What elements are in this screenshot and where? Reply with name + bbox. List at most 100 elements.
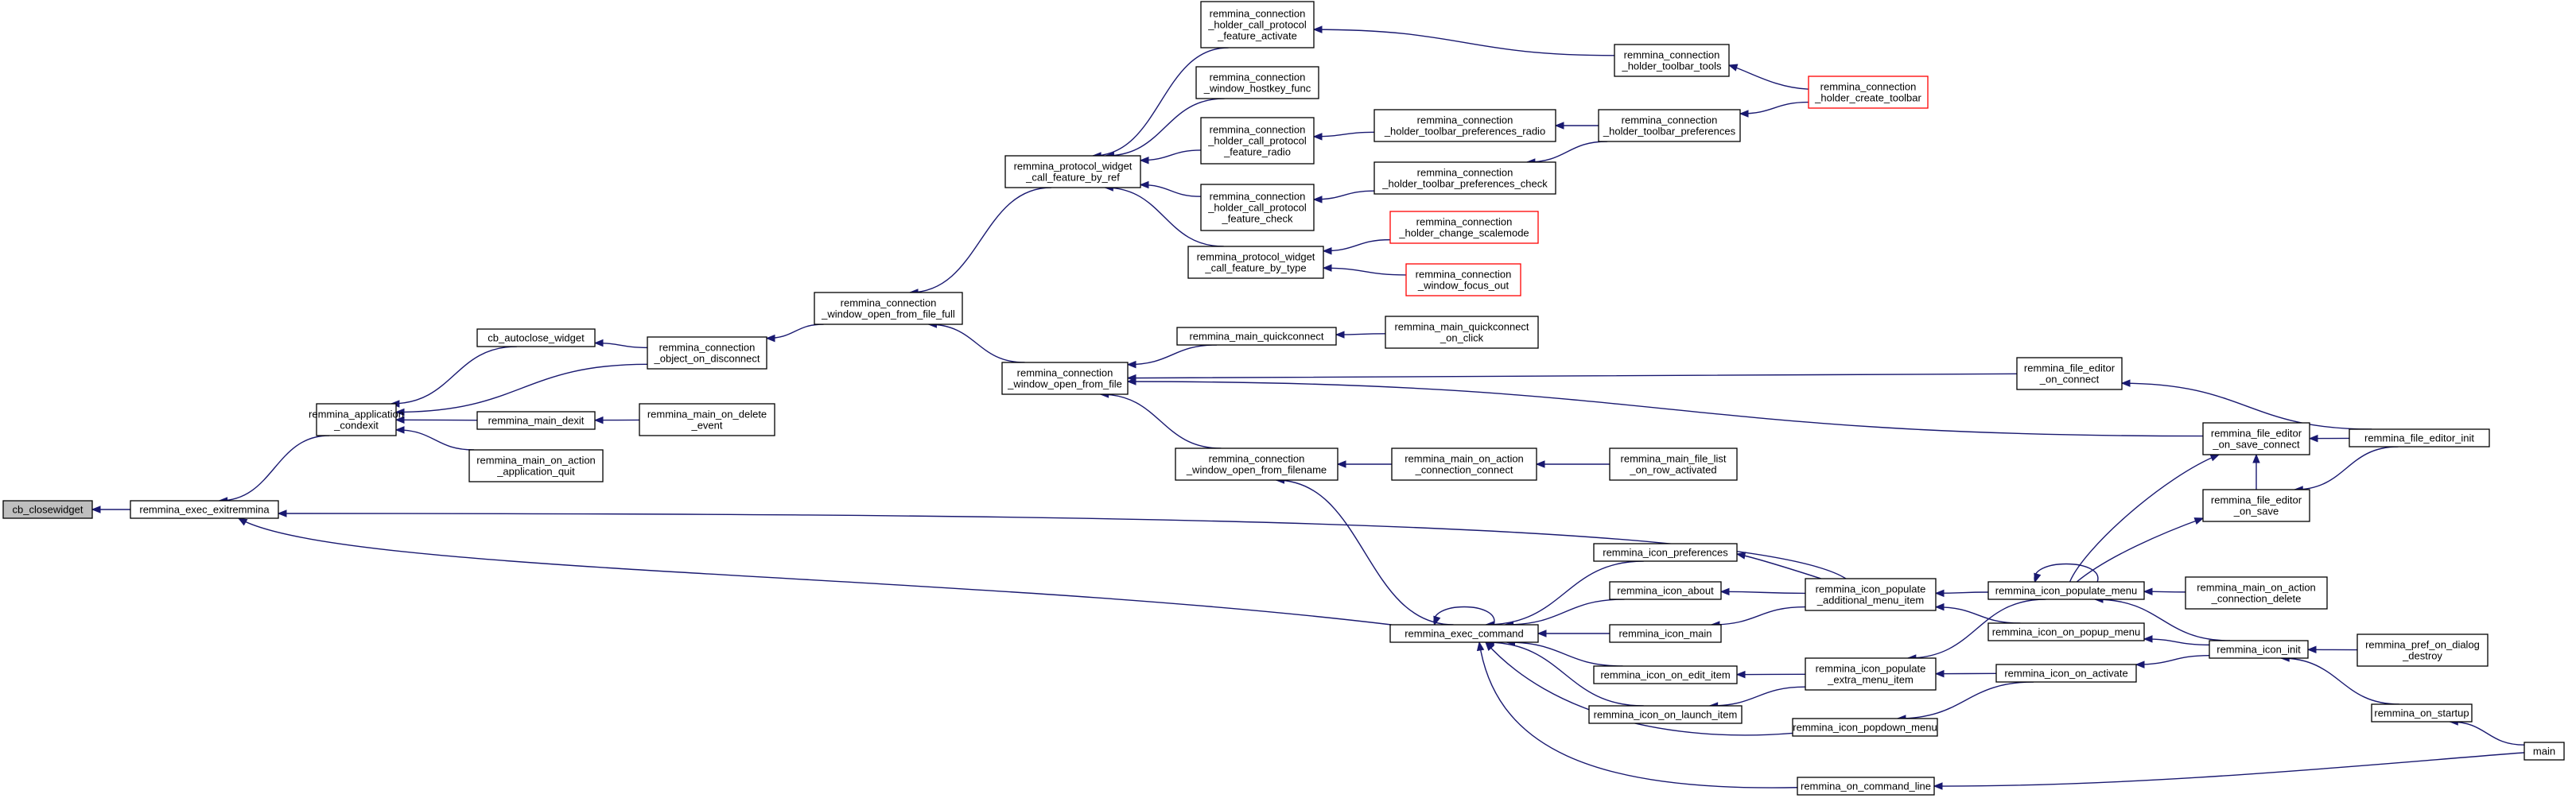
node-label: _on_save [2233,506,2279,517]
node-box [639,403,775,436]
node-box [476,411,596,430]
node-label: remmina_icon_on_activate [2004,668,2127,680]
node-label: remmina_main_on_action [2197,582,2316,594]
edge-tb-tools-to-feat-activate [1312,25,1615,56]
node-exitremmina[interactable]: remmina_exec_exitremmina [130,500,279,519]
node-box [1609,447,1738,481]
node-hostkey[interactable]: remmina_connection_window_hostkey_func [1195,66,1319,99]
node-icon-init[interactable]: remmina_icon_init [2209,640,2309,659]
node-label: remmina_protocol_widget [1014,161,1133,172]
node-label: remmina_icon_preferences [1603,547,1728,559]
edge-scalemode-to-by-type [1322,238,1391,255]
node-label: _application_quit [496,466,575,478]
node-box [1593,665,1738,684]
node-label: remmina_icon_init [2217,644,2301,656]
node-label: main [2533,746,2555,757]
node-conn-connect[interactable]: remmina_main_on_action_connection_connec… [1391,447,1537,481]
node-label: _holder_toolbar_preferences_radio [1384,126,1545,138]
node-populate-menu[interactable]: remmina_icon_populate_menu [1987,581,2145,600]
node-label: _event [690,420,722,432]
node-box [1598,109,1741,142]
node-tb-tools[interactable]: remmina_connection_holder_toolbar_tools [1614,44,1730,77]
node-icon-edit[interactable]: remmina_icon_on_edit_item [1593,665,1738,684]
edge-condexit-to-exitremmina [218,435,330,505]
edge-open-file-to-open-file-full [927,320,1025,363]
node-feat-check[interactable]: remmina_connection_holder_call_protocol_… [1200,184,1315,231]
node-box [1195,66,1319,99]
node-label: _holder_call_protocol [1207,202,1307,214]
node-add-menu-item[interactable]: remmina_icon_populate_additional_menu_it… [1805,578,1937,611]
node-fe-save-connect[interactable]: remmina_file_editor_on_save_connect [2202,422,2310,455]
node-label: remmina_file_editor_init [2364,432,2474,444]
edges-layer [91,25,2525,790]
node-label: _feature_activate [1217,30,1297,42]
node-icon-main[interactable]: remmina_icon_main [1609,624,1722,643]
node-tb-prefs[interactable]: remmina_connection_holder_toolbar_prefer… [1598,109,1741,142]
node-fe-on-save[interactable]: remmina_file_editor_on_save [2202,489,2310,522]
node-on-startup[interactable]: remmina_on_startup [2371,703,2473,723]
node-box [1805,578,1937,611]
node-popup-menu[interactable]: remmina_icon_on_popup_menu [1987,622,2145,641]
node-label: remmina_connection [1417,114,1513,126]
edge-on-activate-to-extra-menu-item [1934,669,1997,678]
node-conn-delete[interactable]: remmina_main_on_action_connection_delete [2185,576,2328,610]
node-by-type[interactable]: remmina_protocol_widget_call_feature_by_… [1187,246,1324,279]
node-tb-pref-radio[interactable]: remmina_connection_holder_toolbar_prefer… [1373,109,1556,142]
edge-fe-init-to-fe-on-connect [2120,379,2372,430]
node-focus-out[interactable]: remmina_connection_window_focus_out [1405,263,1521,296]
edge-populate-menu-to-populate-menu [2034,563,2099,583]
node-box [1987,581,2145,600]
edge-tb-prefs-to-tb-pref-radio [1554,122,1599,130]
node-cmd-line[interactable]: remmina_on_command_line [1797,777,1935,796]
node-on-activate[interactable]: remmina_icon_on_activate [1995,664,2137,683]
node-tb-pref-check[interactable]: remmina_connection_holder_toolbar_prefer… [1373,161,1556,195]
edge-icon-about-to-exec-command [1504,599,1625,629]
node-feat-radio[interactable]: remmina_connection_holder_call_protocol_… [1200,117,1315,165]
node-box [1389,211,1539,244]
node-icon-launch[interactable]: remmina_icon_on_launch_item [1588,705,1743,724]
node-box [1200,117,1315,165]
node-fe-init[interactable]: remmina_file_editor_init [2349,428,2490,447]
node-extra-menu-item[interactable]: remmina_icon_populate_extra_menu_item [1805,657,1937,691]
node-by-ref[interactable]: remmina_protocol_widget_call_feature_by_… [1004,155,1141,188]
node-open-file[interactable]: remmina_connection_window_open_from_file [1001,362,1129,395]
node-exec-command[interactable]: remmina_exec_command [1389,624,1539,643]
node-open-filename[interactable]: remmina_connection_window_open_from_file… [1175,447,1339,481]
node-box [1797,777,1935,796]
node-box [316,403,397,436]
node-pref-destroy[interactable]: remmina_pref_on_dialog_destroy [2356,633,2489,667]
node-label: _holder_change_scalemode [1398,227,1529,239]
edge-exec-command-to-open-filename [1275,476,1454,626]
edge-main-dexit-to-condexit [394,416,478,424]
node-box [1593,543,1738,562]
edge-add-menu-item-to-icon-prefs [1735,552,1821,579]
node-popdown[interactable]: remmina_icon_popdown_menu [1792,718,1938,737]
node-feat-activate[interactable]: remmina_connection_holder_call_protocol_… [1200,1,1315,48]
node-create-toolbar[interactable]: remmina_connection_holder_create_toolbar [1808,76,1929,109]
node-box [1987,622,2145,641]
node-icon-about[interactable]: remmina_icon_about [1609,581,1722,600]
node-delete-event[interactable]: remmina_main_on_delete_event [639,403,775,436]
node-qc-click[interactable]: remmina_main_quickconnect_on_click [1385,316,1539,349]
node-label: _on_row_activated [1629,464,1716,476]
node-scalemode[interactable]: remmina_connection_holder_change_scalemo… [1389,211,1539,244]
node-quickconnect[interactable]: remmina_main_quickconnect [1176,327,1337,346]
node-fe-on-connect[interactable]: remmina_file_editor_on_connect [2016,357,2123,390]
node-box [2016,357,2123,390]
node-label: remmina_on_startup [2374,707,2469,719]
node-app-quit[interactable]: remmina_main_on_action_application_quit [468,449,604,482]
edge-quickconnect-to-open-file [1126,344,1217,369]
edge-obj-disconnect-to-autoclose [593,339,648,349]
edge-icon-init-to-popup-menu [2143,635,2210,646]
node-cb-closewidget[interactable]: cb_closewidget [2,500,93,519]
node-main-dexit[interactable]: remmina_main_dexit [476,411,596,430]
node-row-activated[interactable]: remmina_main_file_list_on_row_activated [1609,447,1738,481]
node-condexit[interactable]: remmina_application_condexit [309,403,404,436]
node-obj-disconnect[interactable]: remmina_connection_object_on_disconnect [647,336,767,370]
node-open-file-full[interactable]: remmina_connection_window_open_from_file… [814,292,963,325]
node-icon-prefs[interactable]: remmina_icon_preferences [1593,543,1738,562]
node-autoclose[interactable]: cb_autoclose_widget [476,328,596,347]
node-main[interactable]: main [2524,742,2565,761]
node-box [1609,624,1722,643]
